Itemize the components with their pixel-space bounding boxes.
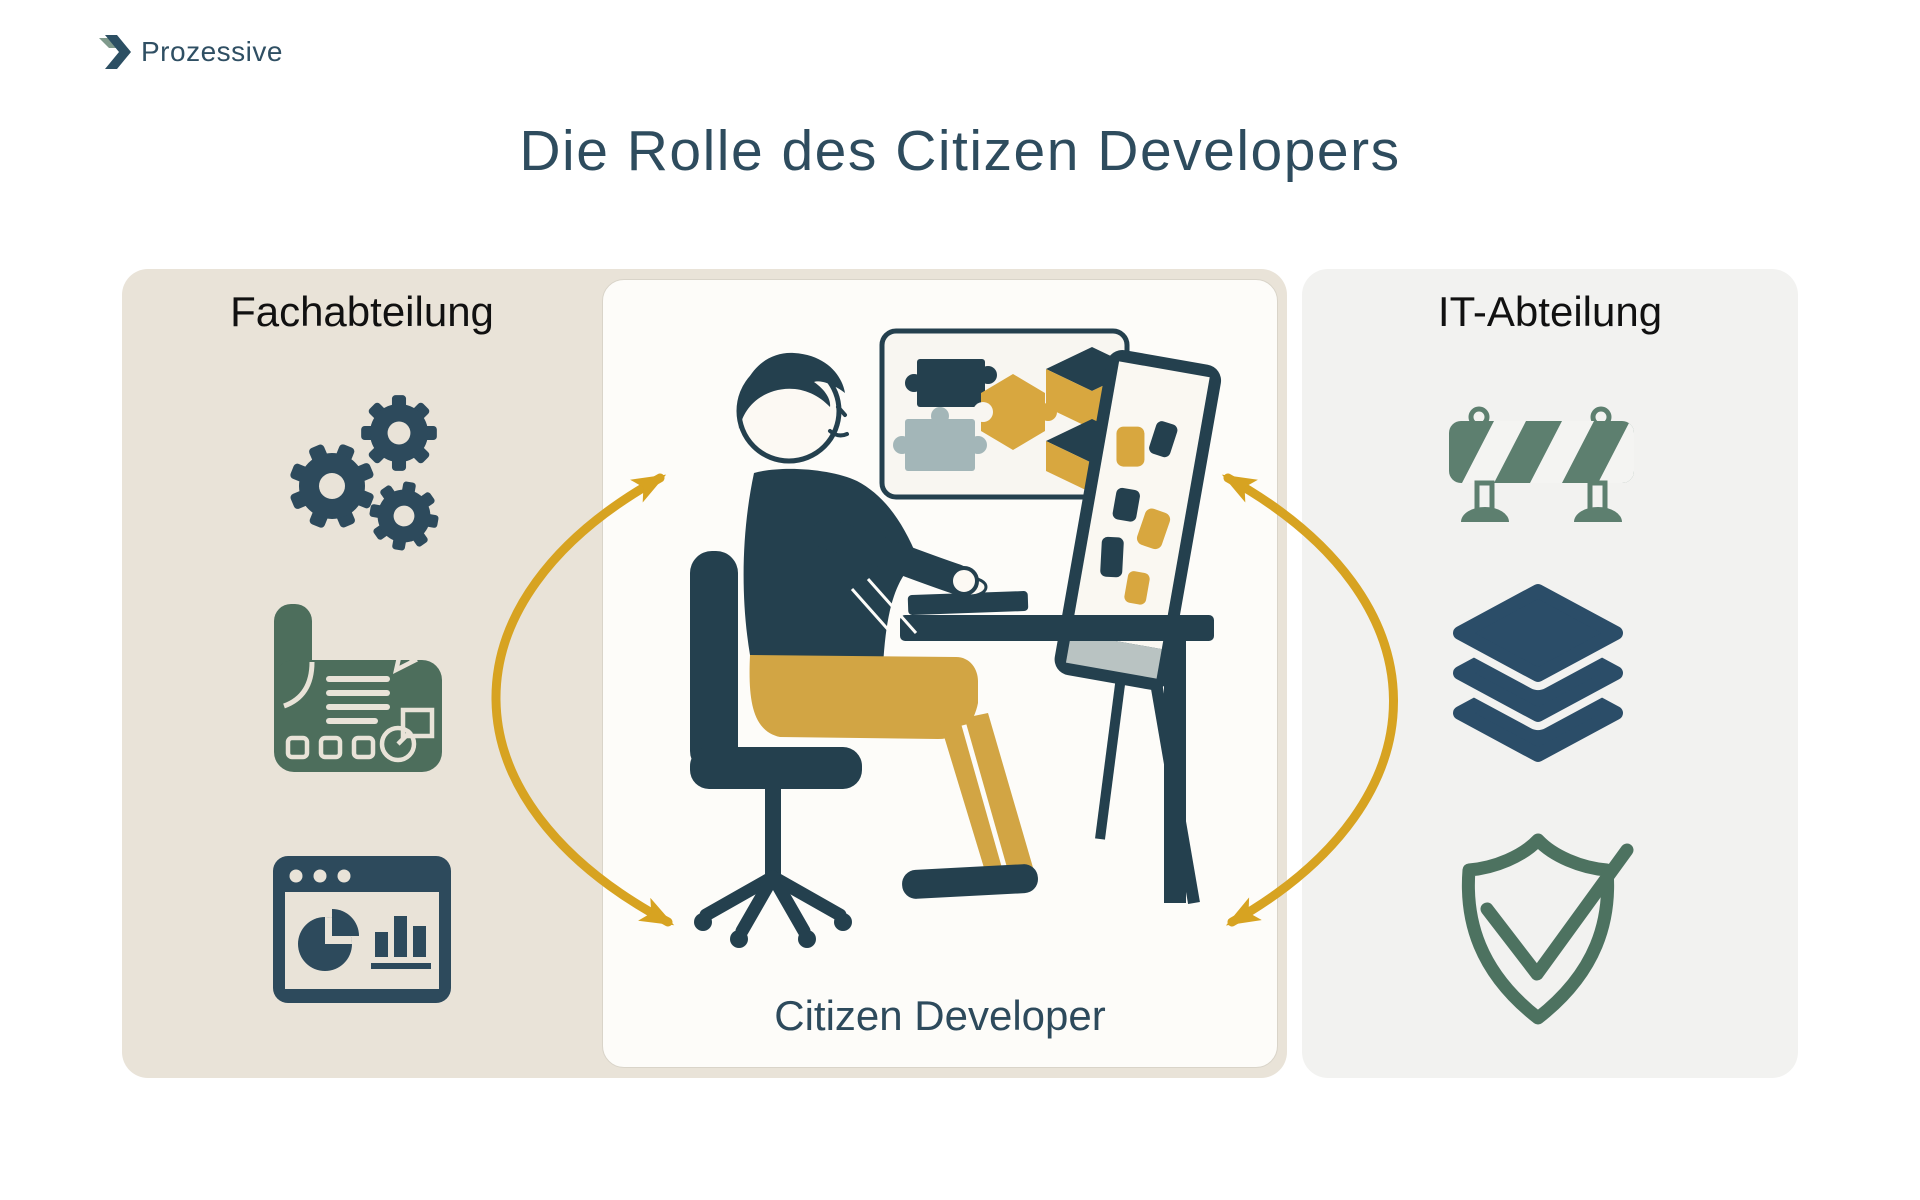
it-abteilung-heading: IT-Abteilung bbox=[1437, 288, 1663, 335]
fachabteilung-heading: Fachabteilung bbox=[230, 288, 494, 335]
brand-logo: Prozessive bbox=[97, 34, 283, 70]
office-chair-icon bbox=[690, 551, 862, 948]
chevron-logo-icon bbox=[99, 35, 131, 69]
dashboard-chart-icon bbox=[273, 856, 451, 1003]
page-title: Die Rolle des Citizen Developers bbox=[519, 119, 1401, 183]
desk-icon bbox=[900, 591, 1214, 903]
person-figure bbox=[736, 352, 1038, 899]
brand-name: Prozessive bbox=[141, 36, 283, 67]
citizen-developer-illustration bbox=[690, 328, 1222, 948]
citizen-developer-label: Citizen Developer bbox=[774, 992, 1106, 1039]
layers-icon bbox=[1452, 581, 1624, 762]
left-double-arrow bbox=[491, 473, 675, 927]
blueprint-pencil-icon bbox=[274, 598, 454, 772]
shield-check-icon bbox=[1461, 833, 1634, 1025]
right-double-arrow bbox=[1221, 473, 1398, 927]
barrier-icon bbox=[1449, 406, 1634, 522]
